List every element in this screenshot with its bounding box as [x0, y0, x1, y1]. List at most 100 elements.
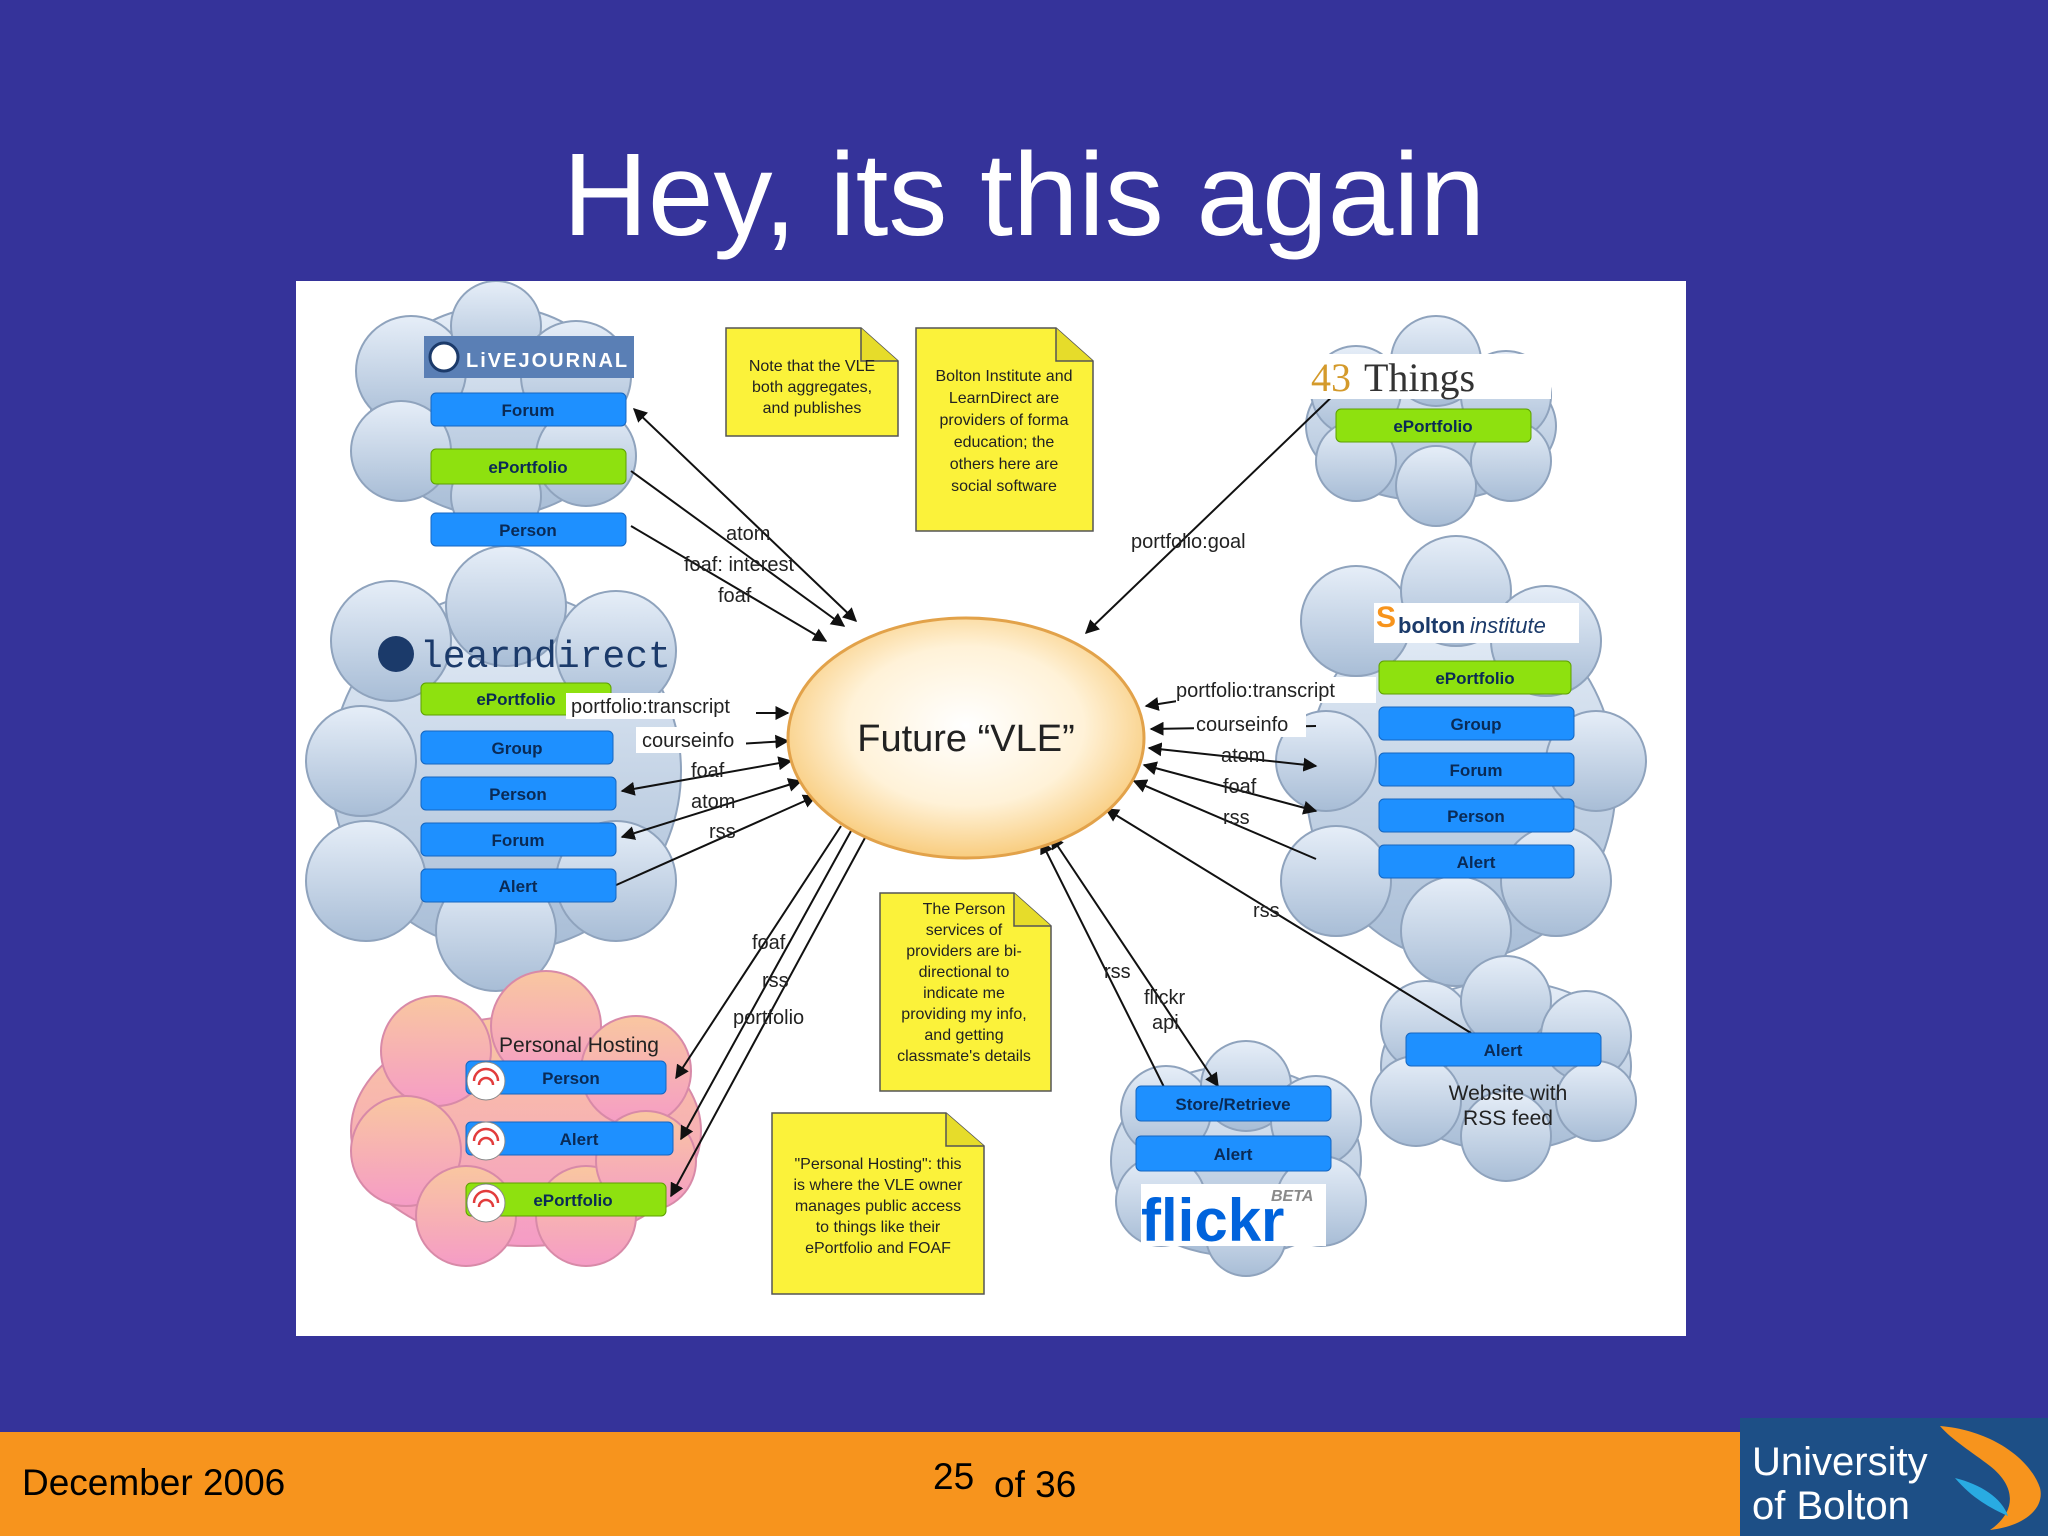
svg-text:both aggregates,: both aggregates, [752, 379, 872, 396]
lj-person-button[interactable]: Person [430, 512, 627, 547]
svg-text:providers of forma: providers of forma [940, 412, 1069, 429]
label-ld-atom: atom [691, 791, 735, 813]
lj-forum-button[interactable]: Forum [430, 392, 627, 427]
bi-group-button[interactable]: Group [1378, 706, 1575, 741]
svg-text:providers are bi-: providers are bi- [906, 943, 1022, 960]
website-caption-line1: Website with [1449, 1082, 1568, 1105]
ld-person-button[interactable]: Person [420, 776, 617, 811]
label-ph-rss: rss [762, 970, 789, 992]
label-bg [566, 693, 756, 719]
svg-text:Alert: Alert [1457, 853, 1496, 872]
ph-alert-button[interactable]: Alert [465, 1121, 674, 1156]
label-lj-foaf-interest: foaf: interest [684, 554, 795, 576]
note-personal-hosting: "Personal Hosting": this is where the VL… [771, 1112, 985, 1295]
svg-text:Person: Person [489, 785, 547, 804]
svg-text:social software: social software [951, 478, 1057, 495]
label-bg [636, 727, 746, 753]
svg-text:Bolton Institute and: Bolton Institute and [936, 368, 1073, 385]
arrow-lj-person [630, 525, 828, 642]
bi-alert-button[interactable]: Alert [1378, 844, 1575, 879]
note-vle-aggregates: Note that the VLE both aggregates, and p… [725, 327, 899, 437]
label-43-goal: portfolio:goal [1131, 531, 1246, 553]
personal-hosting-cloud [350, 970, 702, 1267]
svg-text:services of: services of [926, 922, 1003, 939]
svg-text:Forum: Forum [502, 401, 555, 420]
website-cloud [1370, 955, 1637, 1182]
fl-store-retrieve-button[interactable]: Store/Retrieve [1135, 1085, 1332, 1122]
pencil-icon [428, 341, 460, 373]
things43-logo-box [1306, 354, 1551, 399]
livejournal-logo: LiVEJOURNAL [466, 350, 629, 372]
label-ld-foaf: foaf [691, 760, 725, 782]
ld-alert-button[interactable]: Alert [420, 868, 617, 903]
svg-text:others here are: others here are [950, 456, 1059, 473]
footer-date: December 2006 [22, 1462, 286, 1503]
bolton-logo-mark: S [1376, 601, 1396, 634]
fl-alert-button[interactable]: Alert [1135, 1135, 1332, 1172]
svg-text:providing my info,: providing my info, [901, 1006, 1026, 1023]
label-fl-flickr: flickr [1144, 987, 1185, 1009]
arrow-ld-atom [620, 778, 803, 840]
svg-text:ePortfolio: ePortfolio [488, 458, 567, 477]
svg-text:ePortfolio: ePortfolio [533, 1191, 612, 1210]
label-bg [1176, 677, 1376, 703]
svg-text:Store/Retrieve: Store/Retrieve [1175, 1095, 1290, 1114]
slide-title: Hey, its this again [562, 129, 1486, 261]
svg-text:Group: Group [492, 739, 543, 758]
svg-text:ePortfolio: ePortfolio [476, 690, 555, 709]
label-bi-atom: atom [1221, 745, 1265, 767]
bolton-logo-rest: institute [1470, 613, 1546, 638]
page-total: of 36 [994, 1464, 1077, 1505]
web-alert-button[interactable]: Alert [1405, 1032, 1602, 1067]
label-fl-rss: rss [1104, 961, 1131, 983]
svg-text:Forum: Forum [1450, 761, 1503, 780]
label-ld-transcript: portfolio:transcript [571, 696, 730, 718]
svg-text:and publishes: and publishes [763, 400, 862, 417]
svg-text:Group: Group [1451, 715, 1502, 734]
svg-text:LearnDirect are: LearnDirect are [949, 390, 1059, 407]
lj-eportfolio-button[interactable]: ePortfolio [430, 448, 627, 485]
svg-text:and getting: and getting [924, 1027, 1003, 1044]
ph-eportfolio-button[interactable]: ePortfolio [465, 1182, 667, 1217]
ph-person-button[interactable]: Person [465, 1060, 667, 1095]
svg-text:classmate's details: classmate's details [897, 1048, 1031, 1065]
t43-eportfolio-button[interactable]: ePortfolio [1335, 408, 1532, 443]
learndirect-logo-icon [378, 636, 414, 672]
label-bg [1194, 711, 1306, 737]
arrow-ph-person [675, 825, 842, 1080]
label-bi-transcript: portfolio:transcript [1176, 680, 1335, 702]
bolton-logo-box [1374, 603, 1579, 643]
bi-forum-button[interactable]: Forum [1378, 752, 1575, 787]
label-lj-atom: atom [726, 523, 770, 545]
arrow-bi-rss [1132, 779, 1317, 860]
bolton-logo-bold: bolton [1398, 613, 1465, 638]
arrow-ph-alert [680, 830, 852, 1141]
svg-text:to things like their: to things like their [816, 1219, 941, 1236]
svg-text:Alert: Alert [560, 1130, 599, 1149]
vle-diagram: Future “VLE” LiVEJOURNAL Forum ePortfoli… [296, 281, 1686, 1336]
svg-text:Person: Person [542, 1069, 600, 1088]
flickr-logo: flickr [1141, 1187, 1284, 1254]
arrow-ld-rss [613, 794, 818, 887]
ld-group-button[interactable]: Group [420, 730, 614, 765]
arrow-43-goal [1084, 387, 1342, 634]
things43-logo-word: Things [1364, 355, 1475, 400]
flickr-beta-badge: BETA [1271, 1188, 1313, 1205]
label-bi-foaf: foaf [1223, 776, 1257, 798]
logo-line1: University [1752, 1440, 1928, 1484]
ld-forum-button[interactable]: Forum [420, 822, 617, 857]
rss-feed-icon [466, 1121, 506, 1161]
label-ld-courseinfo: courseinfo [642, 730, 734, 752]
svg-text:Person: Person [499, 521, 557, 540]
svg-text:Alert: Alert [1214, 1145, 1253, 1164]
bi-eportfolio-button[interactable]: ePortfolio [1378, 660, 1572, 695]
label-bi-courseinfo: courseinfo [1196, 714, 1288, 736]
page-number: 25 [933, 1456, 975, 1497]
bi-person-button[interactable]: Person [1378, 798, 1575, 833]
svg-text:Alert: Alert [1484, 1041, 1523, 1060]
slide-footer: December 2006 25 of 36 [0, 1432, 2048, 1536]
future-vle-label: Future “VLE” [857, 718, 1075, 760]
svg-text:ePortfolio and FOAF: ePortfolio and FOAF [805, 1240, 951, 1257]
ld-eportfolio-button[interactable]: ePortfolio [420, 682, 612, 716]
svg-text:"Personal Hosting": this: "Personal Hosting": this [795, 1156, 962, 1173]
